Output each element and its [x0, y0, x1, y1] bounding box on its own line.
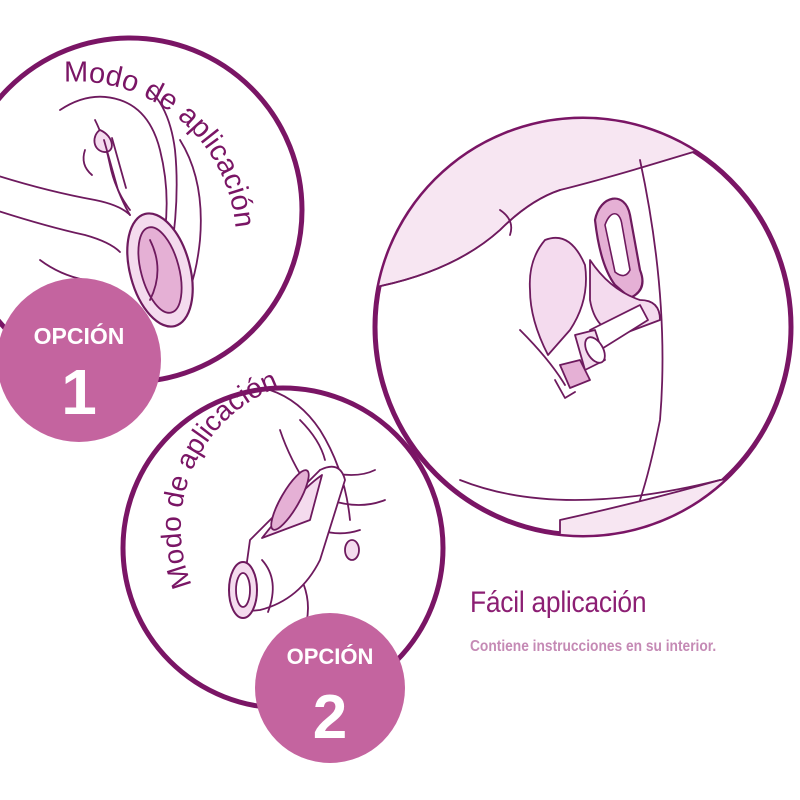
option-1-badge-number: 1: [61, 356, 97, 428]
main-caption-title: Fácil aplicación: [470, 586, 647, 619]
main-caption-subtitle: Contiene instrucciones en su interior.: [470, 638, 717, 655]
option-2-badge-word: OPCIÓN: [287, 644, 374, 669]
option-1-badge: [0, 278, 161, 442]
option-2-hand-illustration: [228, 389, 386, 641]
option-1-hand-illustration: [0, 89, 202, 328]
option-2-badge-number: 2: [313, 683, 347, 752]
option-2-group: Modo de aplicación OPCIÓN 2: [120, 364, 446, 763]
option-1-group: Modo de aplicación OPCIÓN 1: [0, 35, 305, 442]
option-2-badge: [255, 613, 405, 763]
option-1-badge-word: OPCIÓN: [34, 322, 125, 349]
